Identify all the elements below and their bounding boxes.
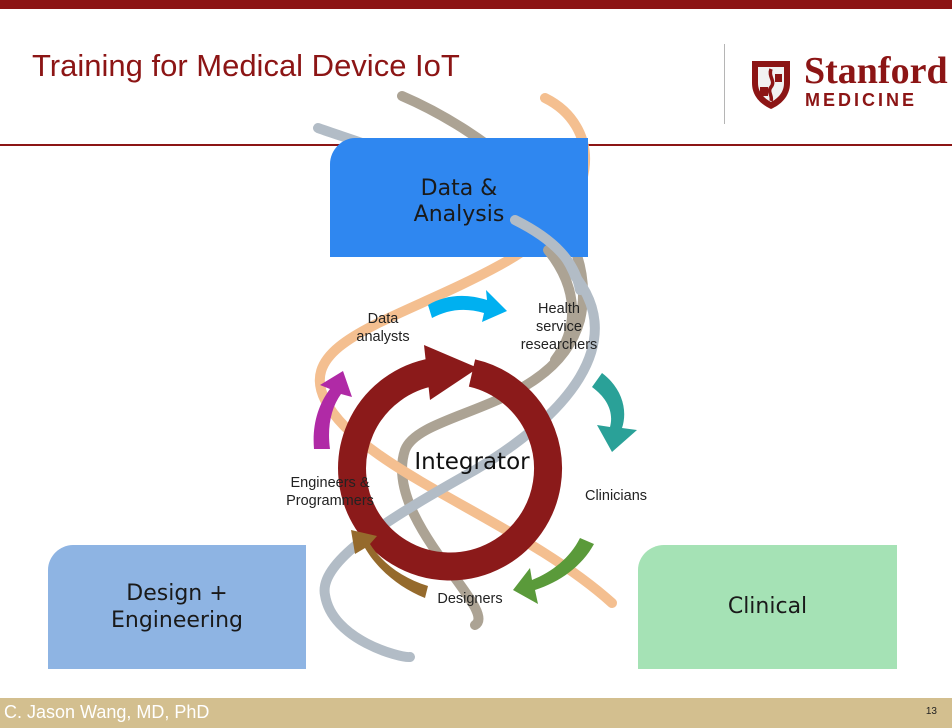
arrow-data-to-health <box>428 290 507 322</box>
design-engineering-label-line1: Design + <box>126 581 228 606</box>
role-engineers-line1: Engineers & <box>290 475 370 491</box>
stanford-shield-icon <box>752 61 790 109</box>
role-health-service-researchers: Health service researchers <box>512 300 606 354</box>
clinical-box <box>638 545 897 669</box>
integrator-diagram <box>48 91 897 669</box>
logo-word-stanford: Stanford <box>804 50 948 92</box>
integrator-ring-arrow <box>338 345 563 581</box>
design-engineering-label: Design + Engineering <box>48 580 306 634</box>
logo-word-medicine: MEDICINE <box>805 90 918 110</box>
design-engineering-label-line2: Engineering <box>111 608 243 633</box>
role-engineers-programmers: Engineers & Programmers <box>270 474 390 510</box>
arrow-engineers-to-data <box>313 371 352 449</box>
role-engineers-line2: Programmers <box>286 493 374 509</box>
data-analysis-label: Data & Analysis <box>330 176 588 228</box>
slide-title: Training for Medical Device IoT <box>32 48 460 83</box>
page-number: 13 <box>925 706 937 717</box>
arrow-designers-to-engineers <box>351 530 428 598</box>
role-data-analysts: Data analysts <box>352 310 414 346</box>
stanford-medicine-logo: Stanford MEDICINE <box>736 50 952 111</box>
helix-strand-blue-overlay <box>510 215 585 295</box>
role-health-line3: researchers <box>520 337 598 353</box>
arrow-clinicians-to-designers <box>513 538 594 604</box>
helix-strand-grey-overlay <box>543 245 578 365</box>
role-data-analysts-line1: Data <box>367 311 399 327</box>
role-designers: Designers <box>437 591 503 607</box>
arrow-health-to-clinicians <box>592 373 637 452</box>
footer-author: C. Jason Wang, MD, PhD <box>4 702 210 722</box>
integrator-label: Integrator <box>414 449 530 475</box>
logo-divider <box>724 44 725 124</box>
data-analysis-label-line2: Analysis <box>413 202 505 227</box>
role-health-line1: Health <box>538 301 580 317</box>
data-analysis-label-line1: Data & <box>420 176 498 201</box>
top-accent-bar <box>0 0 952 9</box>
footer-bar: C. Jason Wang, MD, PhD 13 <box>0 698 952 728</box>
role-health-line2: service <box>536 319 582 335</box>
role-clinicians: Clinicians <box>584 488 648 504</box>
role-data-analysts-line2: analysts <box>356 329 410 345</box>
design-engineering-box <box>48 545 306 669</box>
clinical-label: Clinical <box>727 594 808 619</box>
